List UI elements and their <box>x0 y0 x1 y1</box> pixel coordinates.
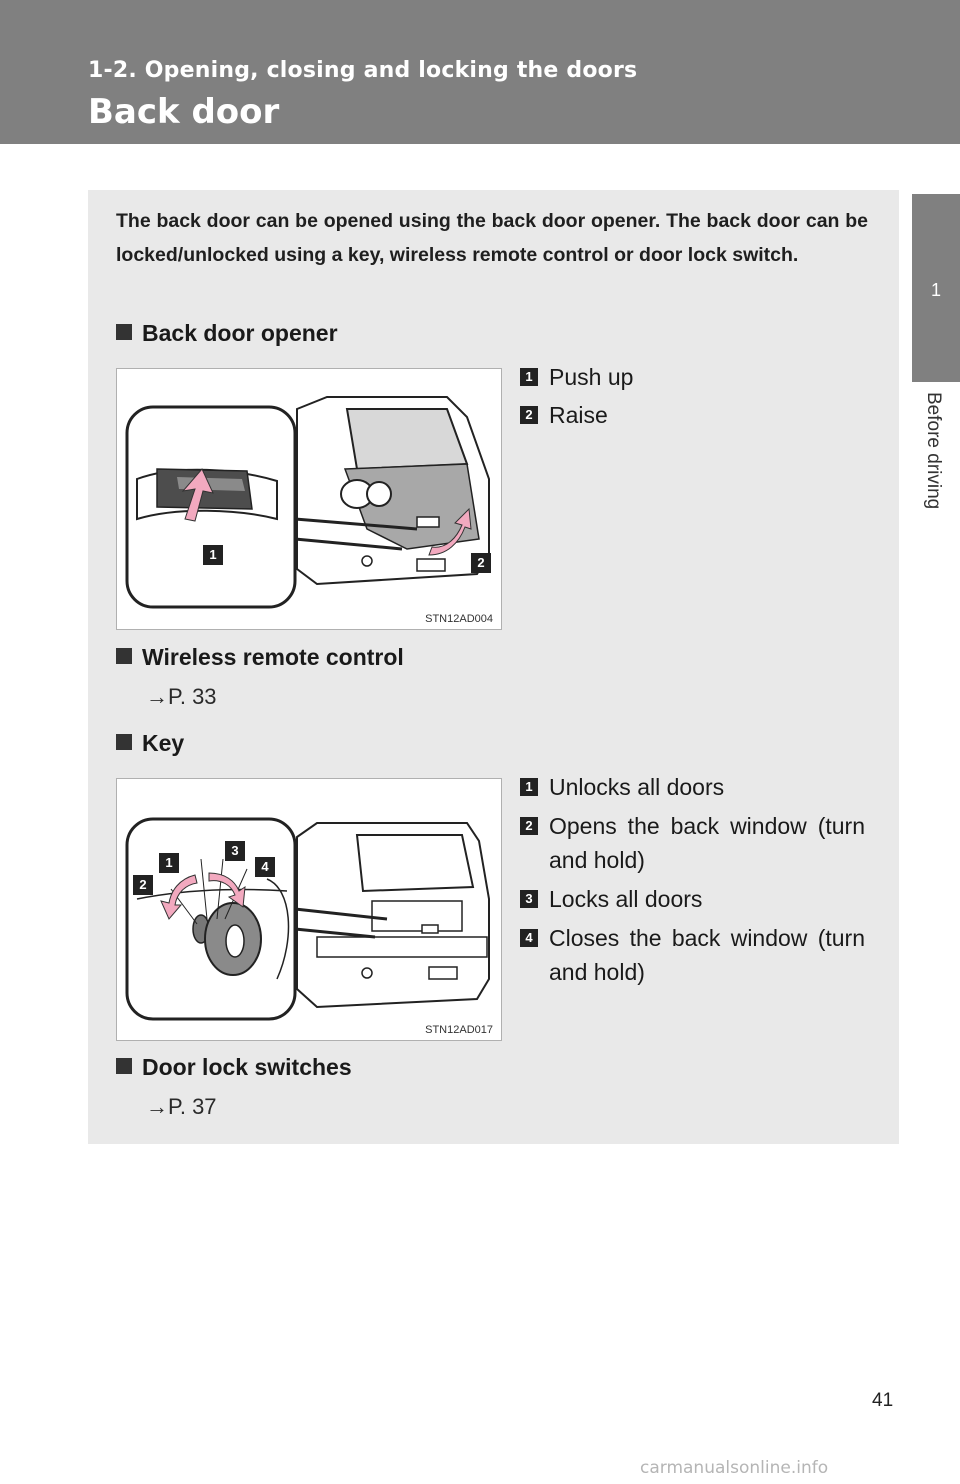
callout-4: 4 <box>255 857 275 877</box>
page-reference-link[interactable]: →P. 33 <box>146 684 217 709</box>
callout-3: 3 <box>225 841 245 861</box>
heading-door-lock-switches: Door lock switches <box>116 1054 352 1081</box>
key-illustration <box>125 817 490 1021</box>
section-subtitle: 1-2. Opening, closing and locking the do… <box>88 58 638 83</box>
opener-step-1: 1 Push up <box>520 360 865 394</box>
figure-code: STN12AD017 <box>425 1024 493 1036</box>
square-bullet-icon <box>116 1058 132 1074</box>
page-reference-link[interactable]: →P. 37 <box>146 1094 217 1119</box>
step-number-badge: 4 <box>520 929 538 947</box>
opener-step-2: 2 Raise <box>520 398 865 432</box>
page-number: 41 <box>872 1390 894 1411</box>
square-bullet-icon <box>116 648 132 664</box>
watermark: carmanualsonline.info <box>640 1458 829 1478</box>
heading-wireless-remote: Wireless remote control <box>116 644 404 671</box>
step-number-badge: 2 <box>520 406 538 424</box>
page-header: 1-2. Opening, closing and locking the do… <box>0 0 960 144</box>
square-bullet-icon <box>116 734 132 750</box>
figure-back-door-opener: 1 2 STN12AD004 <box>116 368 502 630</box>
chapter-tab[interactable]: 1 <box>912 194 960 382</box>
key-step-2: 2 Opens the back window (turn and hold) <box>520 809 865 877</box>
page-title: Back door <box>88 92 280 132</box>
callout-2: 2 <box>471 553 491 573</box>
chapter-label: Before driving <box>923 392 944 510</box>
opener-illustration <box>125 396 490 609</box>
key-step-4: 4 Closes the back window (turn and hold) <box>520 921 865 989</box>
step-number-badge: 3 <box>520 890 538 908</box>
step-number-badge: 2 <box>520 817 538 835</box>
square-bullet-icon <box>116 324 132 340</box>
figure-key: 1 2 3 4 STN12AD017 <box>116 778 502 1041</box>
side-tab-gap <box>912 144 960 194</box>
chapter-number: 1 <box>930 280 941 300</box>
heading-key: Key <box>116 730 184 757</box>
callout-1: 1 <box>203 545 223 565</box>
key-step-3: 3 Locks all doors <box>520 882 865 916</box>
key-step-1: 1 Unlocks all doors <box>520 770 865 804</box>
heading-back-door-opener: Back door opener <box>116 320 338 347</box>
figure-code: STN12AD004 <box>425 613 493 625</box>
callout-2: 2 <box>133 875 153 895</box>
intro-text: The back door can be opened using the ba… <box>116 210 868 266</box>
callout-1: 1 <box>159 853 179 873</box>
step-number-badge: 1 <box>520 368 538 386</box>
step-number-badge: 1 <box>520 778 538 796</box>
